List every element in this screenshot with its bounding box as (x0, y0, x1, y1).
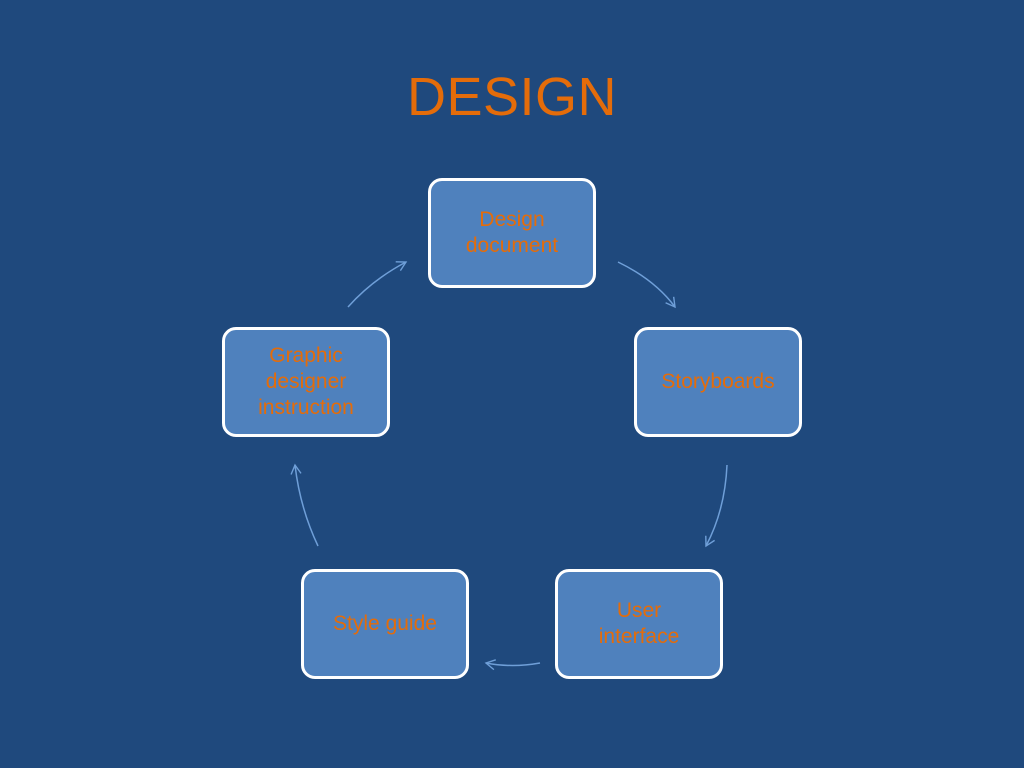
connector-arrow-3 (484, 659, 541, 671)
cycle-node-style-guide: Style guide (301, 569, 469, 679)
slide-title: DESIGN (406, 67, 618, 127)
cycle-node-user-interface: User interface (555, 569, 723, 679)
cycle-node-label: Design document (465, 208, 559, 257)
cycle-node-design-document: Design document (428, 178, 596, 288)
connector-arrow-4 (290, 463, 319, 547)
connector-arrow-1 (617, 261, 676, 309)
connector-arrow-5 (347, 261, 408, 308)
cycle-node-label: Graphic designer instruction (258, 344, 354, 419)
connector-arrow-2 (705, 464, 728, 548)
cycle-node-label: Style guide (333, 612, 437, 635)
cycle-node-label: Storyboards (661, 370, 775, 393)
cycle-node-label: User interface (598, 599, 680, 648)
cycle-node-storyboards: Storyboards (634, 327, 802, 437)
cycle-node-graphic-designer-instruction: Graphic designer instruction (222, 327, 390, 437)
